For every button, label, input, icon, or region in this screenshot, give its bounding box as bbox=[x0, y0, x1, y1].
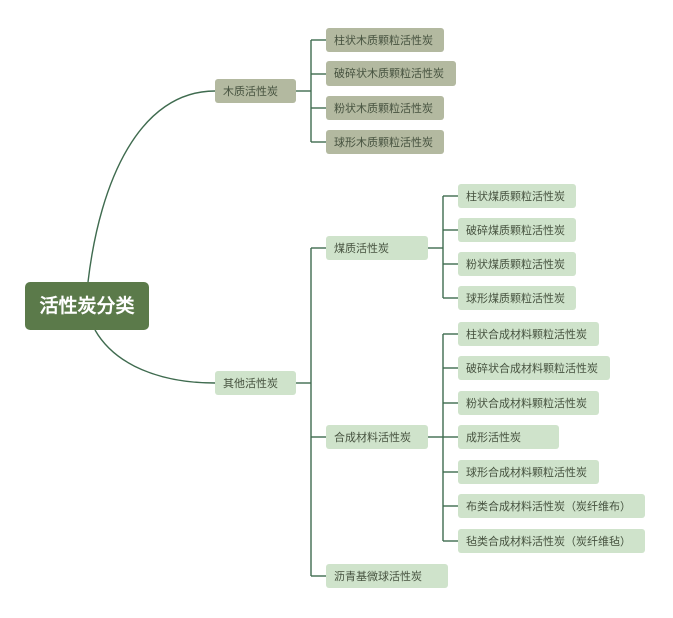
node-coal-child[interactable]: 粉状煤质颗粒活性炭 bbox=[458, 252, 576, 276]
node-other[interactable]: 其他活性炭 bbox=[215, 371, 296, 395]
node-wood[interactable]: 木质活性炭 bbox=[215, 79, 296, 103]
node-synthetic-child[interactable]: 布类合成材料活性炭（炭纤维布） bbox=[458, 494, 645, 518]
node-wood-child[interactable]: 球形木质颗粒活性炭 bbox=[326, 130, 444, 154]
node-synthetic[interactable]: 合成材料活性炭 bbox=[326, 425, 428, 449]
node-synthetic-child[interactable]: 破碎状合成材料颗粒活性炭 bbox=[458, 356, 610, 380]
node-coal-child[interactable]: 柱状煤质颗粒活性炭 bbox=[458, 184, 576, 208]
node-wood-child[interactable]: 柱状木质颗粒活性炭 bbox=[326, 28, 444, 52]
node-synthetic-child[interactable]: 毡类合成材料活性炭（炭纤维毡） bbox=[458, 529, 645, 553]
link-root-wood bbox=[87, 90, 216, 283]
node-coal-child[interactable]: 破碎煤质颗粒活性炭 bbox=[458, 218, 576, 242]
link-root-other bbox=[94, 329, 216, 384]
node-pitch[interactable]: 沥青基微球活性炭 bbox=[326, 564, 448, 588]
node-coal[interactable]: 煤质活性炭 bbox=[326, 236, 428, 260]
node-synthetic-child[interactable]: 粉状合成材料颗粒活性炭 bbox=[458, 391, 599, 415]
node-synthetic-child[interactable]: 柱状合成材料颗粒活性炭 bbox=[458, 322, 599, 346]
node-synthetic-child[interactable]: 球形合成材料颗粒活性炭 bbox=[458, 460, 599, 484]
root-node[interactable]: 活性炭分类 bbox=[25, 282, 149, 330]
node-wood-child[interactable]: 粉状木质颗粒活性炭 bbox=[326, 96, 444, 120]
node-wood-child[interactable]: 破碎状木质颗粒活性炭 bbox=[326, 61, 456, 86]
node-synthetic-child[interactable]: 成形活性炭 bbox=[458, 425, 559, 449]
node-coal-child[interactable]: 球形煤质颗粒活性炭 bbox=[458, 286, 576, 310]
